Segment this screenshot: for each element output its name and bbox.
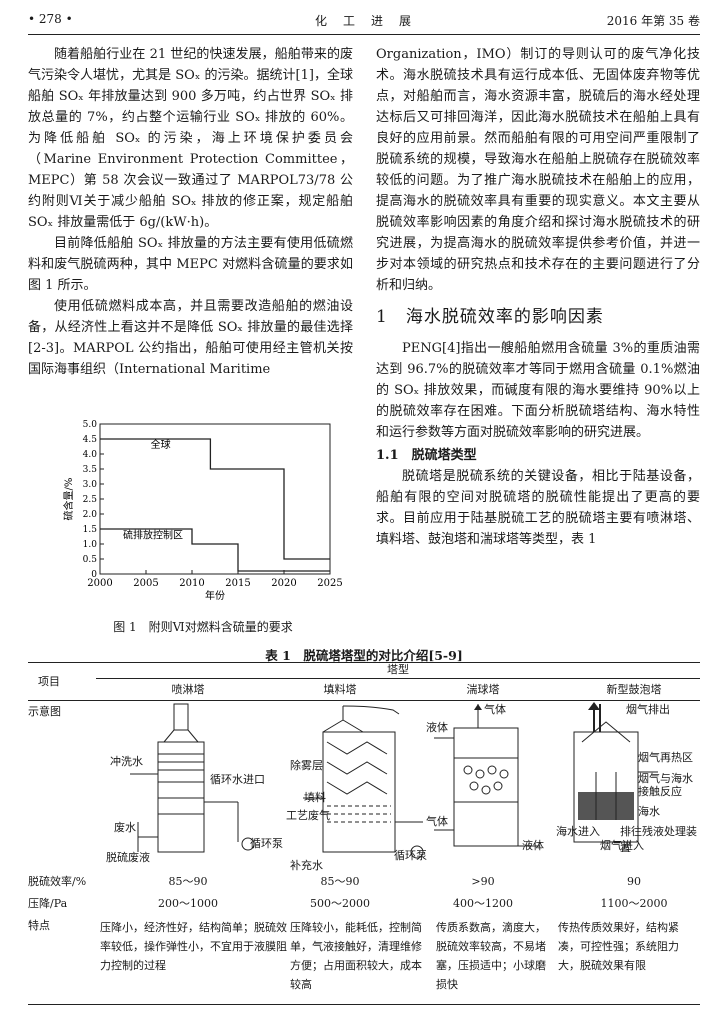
series-annotation: 硫排放控制区 <box>123 529 183 542</box>
diagram-label: 海水进入 <box>556 825 600 838</box>
table-cell: 传质系数高，滴度大，脱硫效率较高，不易堵塞，压损适中；小球磨损快 <box>436 921 546 991</box>
diagram-label: 液体 <box>522 839 544 852</box>
column-header: 湍球塔 <box>466 683 500 696</box>
diagram-label: 气体 <box>426 815 448 828</box>
x-axis-label: 年份 <box>205 589 225 602</box>
y-tick-label: 0.5 <box>83 555 98 565</box>
sulfur-limit-chart: 2000 2005 2010 2015 2020 2025 0 0.5 1.0 1.5 2.0 2.5… <box>62 420 343 602</box>
diagram-label: 工艺废气 <box>286 809 330 822</box>
x-tick-label: 2025 <box>317 578 342 589</box>
column-header: 喷淋塔 <box>171 683 205 696</box>
table-cell: 1100～2000 <box>600 897 668 910</box>
diagram-label: 烟气再热区 <box>638 751 693 764</box>
diagram-label: 烟气排出 <box>626 703 670 716</box>
x-tick-label: 2015 <box>225 578 250 589</box>
diagram-label: 除雾层 <box>290 759 323 772</box>
header-item: 项目 <box>38 675 60 688</box>
diagram-label: 海水 <box>638 805 660 818</box>
table-cell: 400～1200 <box>453 897 513 910</box>
diagram-label: 填料 <box>304 791 326 804</box>
left-column: 随着船舶行业在 21 世纪的快速发展，船舶带来的废气污染令人堪忧，尤其是 SOₓ… <box>28 44 353 380</box>
table-title: 表 1 脱硫塔塔型的对比介绍[5-9] <box>265 648 463 663</box>
header-rule <box>28 34 700 35</box>
x-tick-label: 2005 <box>133 578 158 589</box>
y-tick-label: 2.5 <box>83 495 98 505</box>
y-axis-label: 硫含量/% <box>62 478 75 521</box>
table-cell: >90 <box>471 875 495 888</box>
table-rule <box>28 700 700 701</box>
y-tick-label: 4.5 <box>83 435 98 445</box>
series-line <box>100 438 330 560</box>
table-cell: 200～1000 <box>158 897 218 910</box>
running-header: • 278 • 化 工 进 展 2016 年第 35 卷 <box>28 10 700 32</box>
table-cell: 85～90 <box>320 875 360 888</box>
paragraph: 目前降低船舶 SOₓ 排放量的方法主要有使用低硫燃料和废气脱硫两种，其中 MEP… <box>28 236 353 293</box>
table-cell: 500～2000 <box>310 897 370 910</box>
y-tick-label: 1.5 <box>83 525 98 535</box>
diagram-label: 循环泵 <box>250 837 283 850</box>
table-cell: 压降较小，能耗低，控制简单，气液接触好，清理维修方便；占用面积较大，成本较高 <box>290 921 422 991</box>
y-tick-label: 2.0 <box>83 510 98 520</box>
paragraph: 脱硫塔是脱硫系统的关键设备，相比于陆基设备，船舶有限的空间对脱硫塔的脱硫性能提出… <box>376 469 700 547</box>
diagram-label: 排往残液处理装置 <box>620 825 697 854</box>
row-label: 特点 <box>28 919 50 932</box>
x-tick-label: 2020 <box>271 578 296 589</box>
diagram-label: 废水 <box>114 821 136 834</box>
header-group: 塔型 <box>387 663 409 676</box>
paragraph: 随着船舶行业在 21 世纪的快速发展，船舶带来的废气污染令人堪忧，尤其是 SOₓ… <box>28 47 353 230</box>
row-label: 脱硫效率/% <box>28 875 87 888</box>
diagram-label: 冲洗水 <box>110 755 143 768</box>
right-column: Organization，IMO）制订的导则认可的废气净化技术。海水脱硫技术具有… <box>376 44 700 550</box>
subsection-heading: 1.1 脱硫塔类型 <box>376 448 477 463</box>
y-tick-label: 3.5 <box>83 465 98 475</box>
diagram-label: 烟气进入 <box>600 839 644 852</box>
issue-info: 2016 年第 35 卷 <box>606 14 700 28</box>
table-rule <box>28 1004 700 1005</box>
series-annotation: 全球 <box>151 438 171 451</box>
diagram-label: 烟气与海水接触反应 <box>638 772 693 798</box>
diagram-label: 液体 <box>426 721 448 734</box>
plot-frame <box>99 423 331 575</box>
journal-name: 化 工 进 展 <box>314 14 413 28</box>
x-tick-label: 2010 <box>179 578 204 589</box>
table-cell: 85～90 <box>168 875 208 888</box>
bubble-tower-diagram <box>573 702 658 843</box>
y-tick-label: 1.0 <box>83 540 98 550</box>
column-header: 新型鼓泡塔 <box>606 683 662 696</box>
diagram-label: 气体 <box>484 703 506 716</box>
series-line <box>100 528 330 572</box>
figure-caption: 图 1 附则Ⅵ对燃料含硫量的要求 <box>113 620 293 634</box>
section-heading: 1 海水脱硫效率的影响因素 <box>376 307 604 327</box>
column-header: 填料塔 <box>323 683 357 696</box>
figure-1: 2000 2005 2010 2015 2020 2025 0 0.5 1.0 1.5 2.0 2.5… <box>58 418 348 634</box>
y-tick-label: 0 <box>91 570 97 580</box>
paragraph: 使用低硫燃料成本高，并且需要改造船舶的燃油设备，从经济性上看这并不是降低 SOₓ… <box>28 299 353 377</box>
diagram-label: 脱硫废液 <box>106 851 150 864</box>
table-rule <box>96 678 700 679</box>
paragraph: Organization，IMO）制订的导则认可的废气净化技术。海水脱硫技术具有… <box>376 47 700 293</box>
y-tick-label: 4.0 <box>83 450 98 460</box>
page-number: • 278 • <box>28 12 73 26</box>
y-tick-label: 5.0 <box>83 420 98 430</box>
diagram-label: 循环水进口 <box>210 773 265 786</box>
table-rule <box>28 662 700 663</box>
paragraph: PENG[4]指出一艘船舶燃用含硫量 3%的重质油需达到 96.7%的脱硫效率才… <box>376 341 700 440</box>
diagram-label: 循环泵 <box>394 849 427 862</box>
diagram-label: 补充水 <box>290 859 323 872</box>
table-cell: 压降小，经济性好，结构简单；脱硫效率较低，操作弹性小，不宜用于液膜阻力控制的过程 <box>100 921 287 972</box>
turbulent-ball-tower-diagram <box>434 704 540 847</box>
x-tick-label: 2000 <box>87 578 112 589</box>
table-cell: 传热传质效果好，结构紧凑，可控性强；系统阻力大，脱硫效果有限 <box>558 921 679 972</box>
y-tick-label: 3.0 <box>83 480 98 490</box>
spray-tower-diagram <box>130 703 255 853</box>
row-label: 压降/Pa <box>28 897 68 910</box>
packed-tower-diagram <box>303 705 424 859</box>
row-label: 示意图 <box>28 705 61 718</box>
table-cell: 90 <box>627 875 641 888</box>
